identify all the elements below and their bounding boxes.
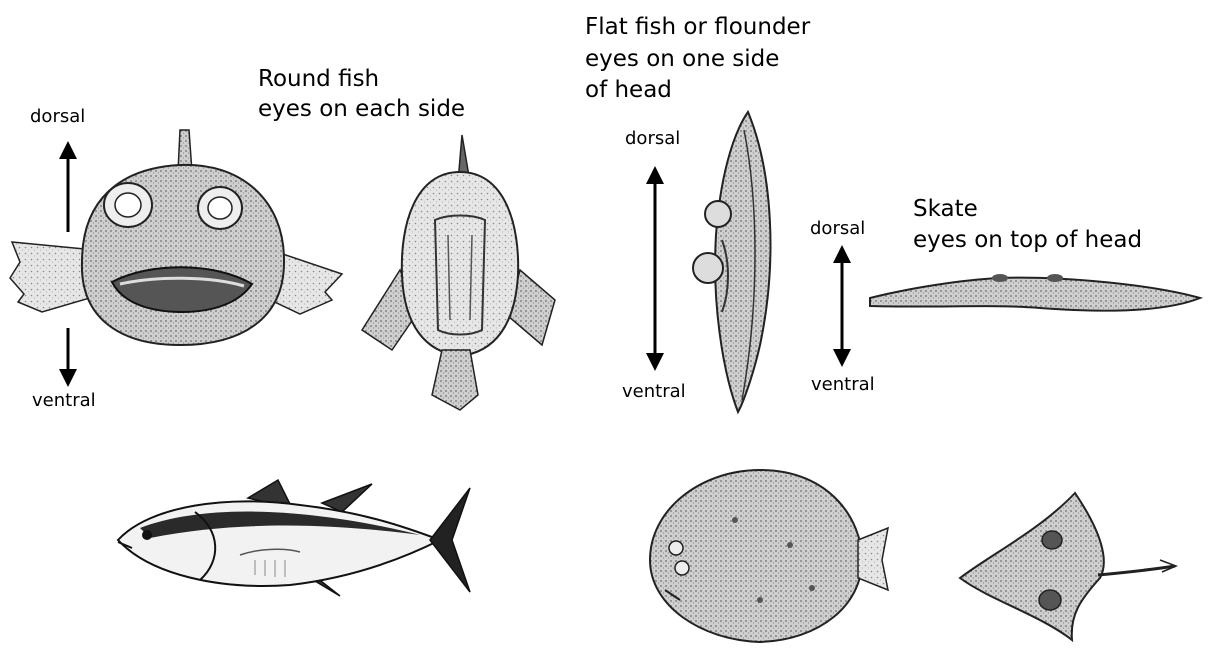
- skate-front-view: [870, 274, 1200, 311]
- round-fish-underside-view: [362, 135, 555, 410]
- round-fish-front-view: [10, 130, 342, 345]
- skate-top-view: [960, 493, 1176, 640]
- flounder-top-view: [650, 470, 888, 642]
- tuna-side-view: [118, 480, 470, 596]
- flounder-front-view: [693, 112, 770, 412]
